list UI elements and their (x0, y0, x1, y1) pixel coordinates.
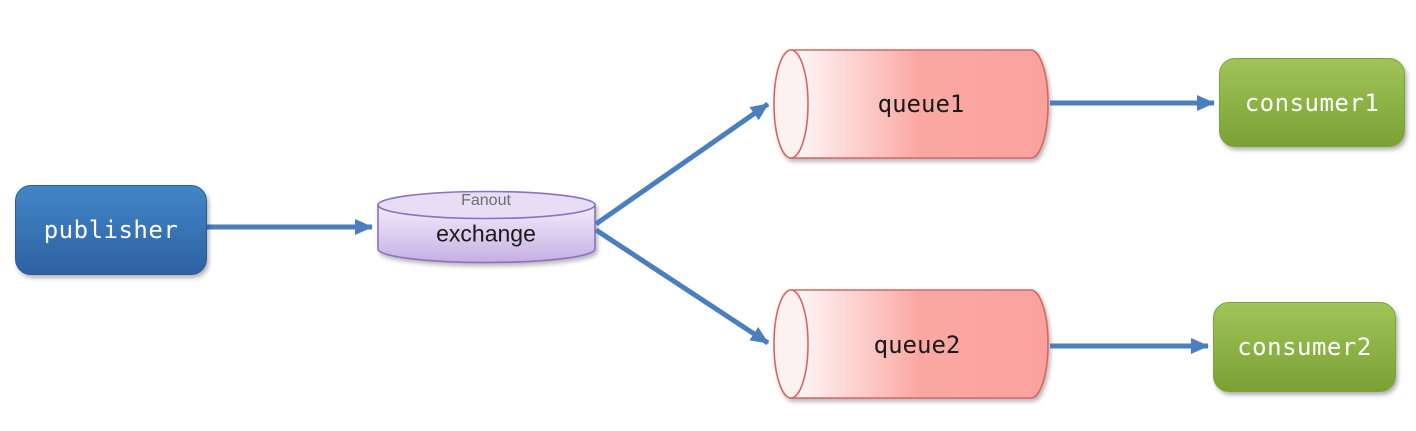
consumer1-label: consumer1 (1244, 88, 1380, 117)
node-publisher: publisher (15, 185, 207, 275)
edge-exchange-queue1 (594, 101, 770, 227)
consumer2-label: consumer2 (1237, 333, 1372, 361)
node-consumer2: consumer2 (1213, 302, 1396, 392)
queue1-label: queue1 (877, 90, 965, 118)
node-consumer1: consumer1 (1219, 58, 1405, 147)
queue2-label: queue2 (873, 331, 961, 359)
queue2-cylinder-cap (773, 289, 809, 399)
exchange-type-annotation: Fanout (461, 192, 511, 209)
edges (205, 95, 1215, 354)
queue1-cylinder-cap (773, 49, 809, 159)
publisher-label: publisher (43, 216, 179, 244)
exchange-label: exchange (436, 220, 536, 247)
edge-exchange-queue2 (594, 227, 770, 346)
